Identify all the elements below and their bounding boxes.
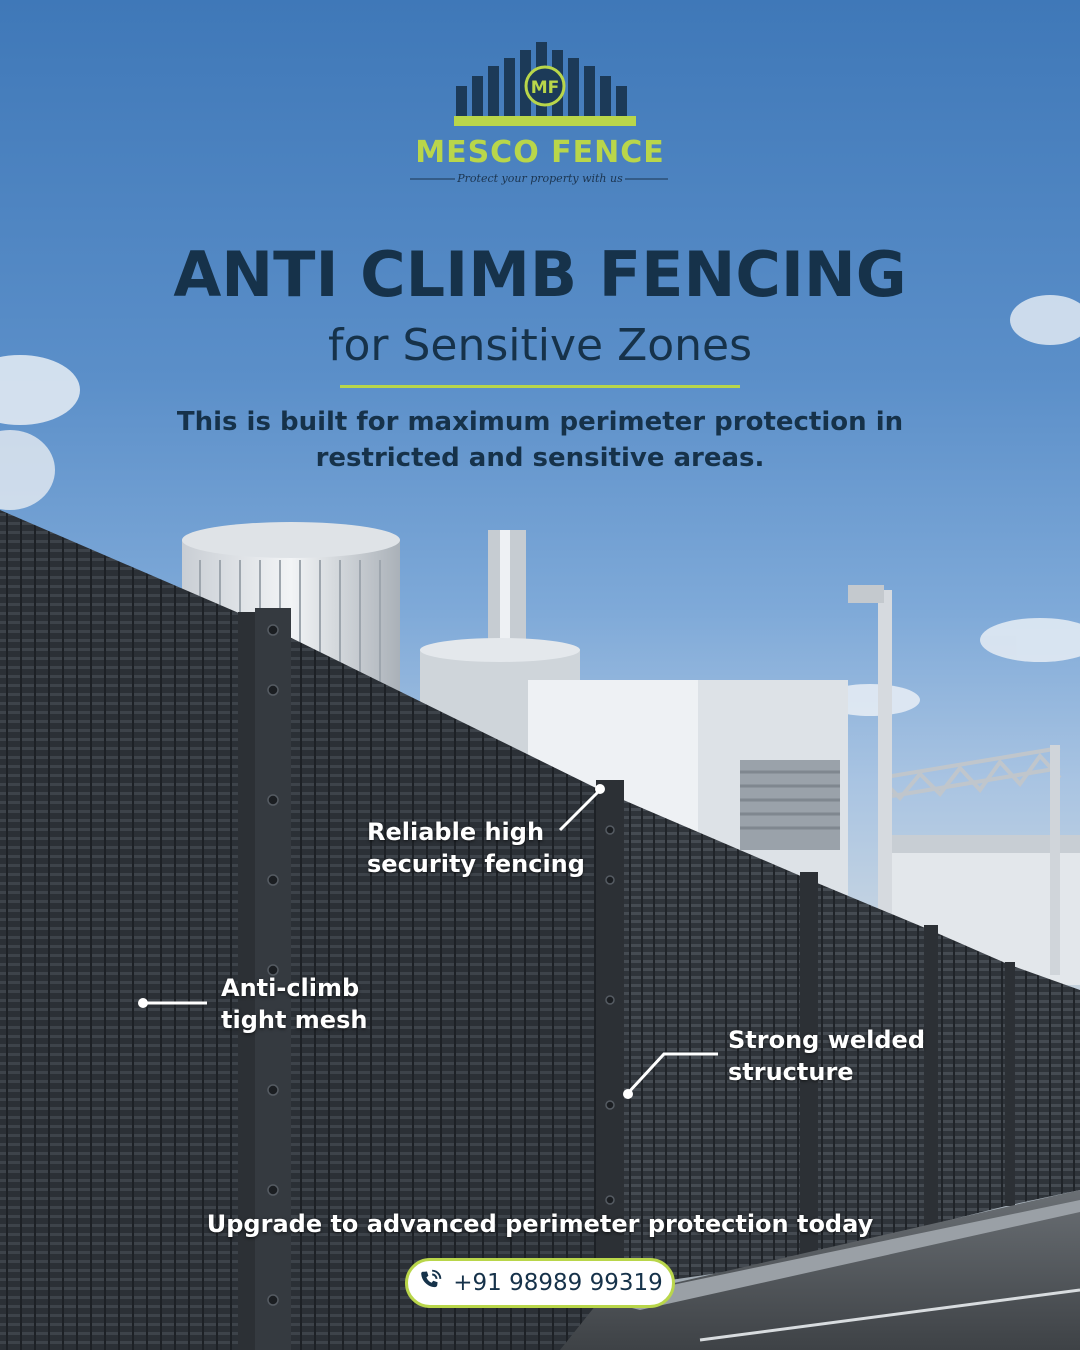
callout-reliable: Reliable high security fencing <box>367 818 585 878</box>
phone-call-button[interactable]: +91 98989 99319 <box>405 1258 675 1308</box>
logo-skyline-graphic <box>454 42 636 126</box>
brand-tagline: Protect your property with us <box>457 172 623 185</box>
callout-pointers <box>138 784 718 1099</box>
cta-text: Upgrade to advanced perimeter protection… <box>206 1210 874 1238</box>
subheadline: for Sensitive Zones <box>327 320 753 371</box>
brand-name-part2: FENCE <box>551 135 665 170</box>
accent-divider <box>340 385 740 388</box>
phone-number: +91 98989 99319 <box>453 1270 663 1296</box>
callout-welded: Strong welded structure <box>728 1026 926 1086</box>
fence-posts <box>238 608 1015 1350</box>
callout-anticlimb: Anti-climb tight mesh <box>221 974 368 1034</box>
cloud-shapes <box>0 295 1080 716</box>
phone-icon <box>417 1268 443 1298</box>
headline: ANTI CLIMB FENCING <box>173 238 907 311</box>
fence-panels <box>0 510 1080 1350</box>
description: This is built for maximum perimeter prot… <box>176 407 904 473</box>
brand-name-part1: MESCO <box>415 135 540 170</box>
post-bolts <box>267 624 615 1306</box>
brand-name: MESCO FENCE <box>0 135 1080 170</box>
logo-monogram: MF <box>531 78 560 98</box>
